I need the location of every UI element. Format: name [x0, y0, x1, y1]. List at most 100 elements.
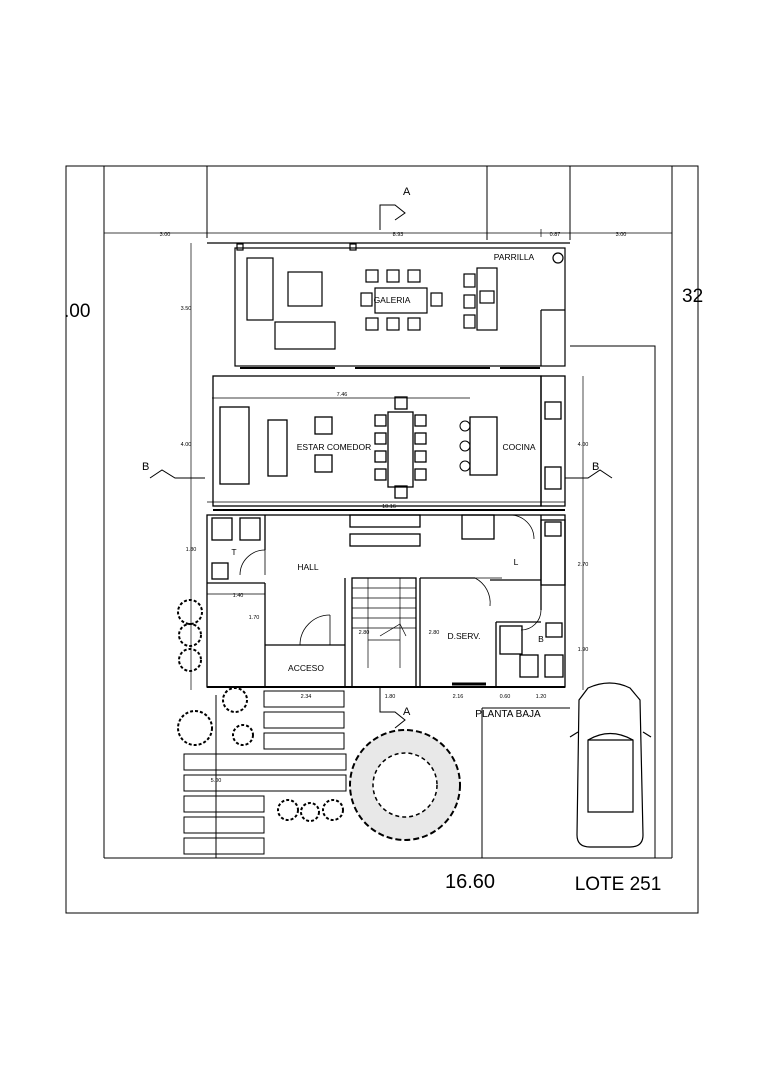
parrilla-counter: [476, 267, 498, 331]
chair: [360, 292, 373, 307]
top-dimension-line: [103, 229, 673, 237]
shower: [499, 625, 523, 655]
room-label-dserv: D.SERV.: [447, 631, 480, 641]
bar-stools: [459, 420, 471, 472]
dim-text: 2.70: [578, 562, 589, 568]
shrub-icon: [177, 599, 344, 822]
chair: [463, 273, 476, 288]
left-edge-label: .00: [64, 301, 90, 322]
dim-text: 1.70: [249, 615, 260, 621]
column: [349, 243, 357, 251]
chair: [374, 450, 387, 463]
shelf: [349, 514, 421, 528]
dim-text: 1.80: [186, 547, 197, 553]
kitchen-island: [469, 416, 498, 476]
room-label-toilet: T: [231, 547, 236, 557]
section-a-bottom: A: [403, 706, 411, 718]
chair: [386, 317, 400, 331]
chair: [386, 269, 400, 283]
sink-icon: [544, 466, 562, 490]
shelf: [349, 533, 421, 547]
lower-block-outline: [206, 514, 566, 688]
sheet-frame: [65, 165, 699, 914]
sofa: [219, 406, 250, 485]
chair: [374, 432, 387, 445]
armchair: [314, 416, 333, 435]
sofa: [274, 321, 336, 350]
dim-text: 0.87: [550, 232, 561, 238]
chair: [414, 450, 427, 463]
dim-text: 1.80: [385, 694, 396, 700]
section-mark-icon: [149, 204, 613, 729]
section-b-right: B: [592, 461, 599, 473]
chair: [365, 317, 379, 331]
room-label-lavadero: L: [514, 557, 519, 567]
dim-text: 3.00: [616, 232, 627, 238]
sink-icon: [544, 521, 562, 537]
chair: [394, 396, 408, 410]
chair: [463, 294, 476, 309]
dim-text: 2.34: [301, 694, 312, 700]
stove-icon: [544, 401, 562, 420]
dim-text: 2.16: [453, 694, 464, 700]
right-edge-label: 32: [682, 286, 703, 307]
stair-treads: [352, 578, 416, 668]
dim-text: 2.80: [429, 630, 440, 636]
dim-text: 8.93: [393, 232, 404, 238]
sofa: [246, 257, 274, 321]
front-steps: [183, 690, 347, 858]
dim-text: 1.90: [578, 647, 589, 653]
toilet-icon: [519, 654, 539, 678]
column: [552, 252, 564, 264]
section-b-left: B: [142, 461, 149, 473]
armchair: [314, 454, 333, 473]
dim-text: 5.00: [211, 778, 222, 784]
room-label-galeria: GALERIA: [374, 295, 411, 305]
toilet-icon: [544, 654, 564, 678]
car-icon: [569, 682, 652, 848]
dining-table: [387, 411, 414, 488]
tv-unit: [267, 419, 288, 477]
section-a-top: A: [403, 186, 411, 198]
room-label-cocina: COCINA: [502, 442, 535, 452]
appliance: [461, 514, 495, 540]
chair: [430, 292, 443, 307]
room-label-hall: HALL: [297, 562, 319, 572]
dim-text: 0.60: [500, 694, 511, 700]
chair: [463, 314, 476, 329]
room-label-bano: B: [538, 634, 544, 644]
coffee-table: [287, 271, 323, 307]
living-room: [212, 375, 542, 507]
toilet-icon: [211, 517, 233, 541]
chair: [407, 269, 421, 283]
dim-text: 3.50: [181, 306, 192, 312]
chair: [407, 317, 421, 331]
toilet-icon: [239, 517, 261, 541]
galeria-room: [234, 247, 566, 367]
sink-icon: [545, 622, 563, 638]
dim-text: 4.00: [181, 442, 192, 448]
lot-number-label: LOTE 251: [575, 874, 662, 895]
chair: [365, 269, 379, 283]
laundry-counter: [540, 519, 566, 586]
floor-label: PLANTA BAJA: [475, 709, 541, 720]
column: [236, 243, 244, 251]
chair: [414, 414, 427, 427]
sink-icon: [211, 562, 229, 580]
room-label-estar-comedor: ESTAR COMEDOR: [297, 442, 371, 452]
kitchen-counter: [540, 375, 566, 507]
dim-text: 2.80: [359, 630, 370, 636]
room-label-parrilla: PARRILLA: [494, 252, 535, 262]
dim-text: 1.20: [536, 694, 547, 700]
sink-icon: [479, 290, 495, 304]
chair: [414, 432, 427, 445]
room-label-acceso: ACCESO: [288, 663, 324, 673]
tree-icon: [349, 729, 461, 841]
dim-text: 7.46: [337, 392, 348, 398]
dim-text: 3.00: [160, 232, 171, 238]
chair: [414, 468, 427, 481]
chair: [394, 485, 408, 499]
chair: [374, 414, 387, 427]
door-swings: [239, 514, 542, 646]
